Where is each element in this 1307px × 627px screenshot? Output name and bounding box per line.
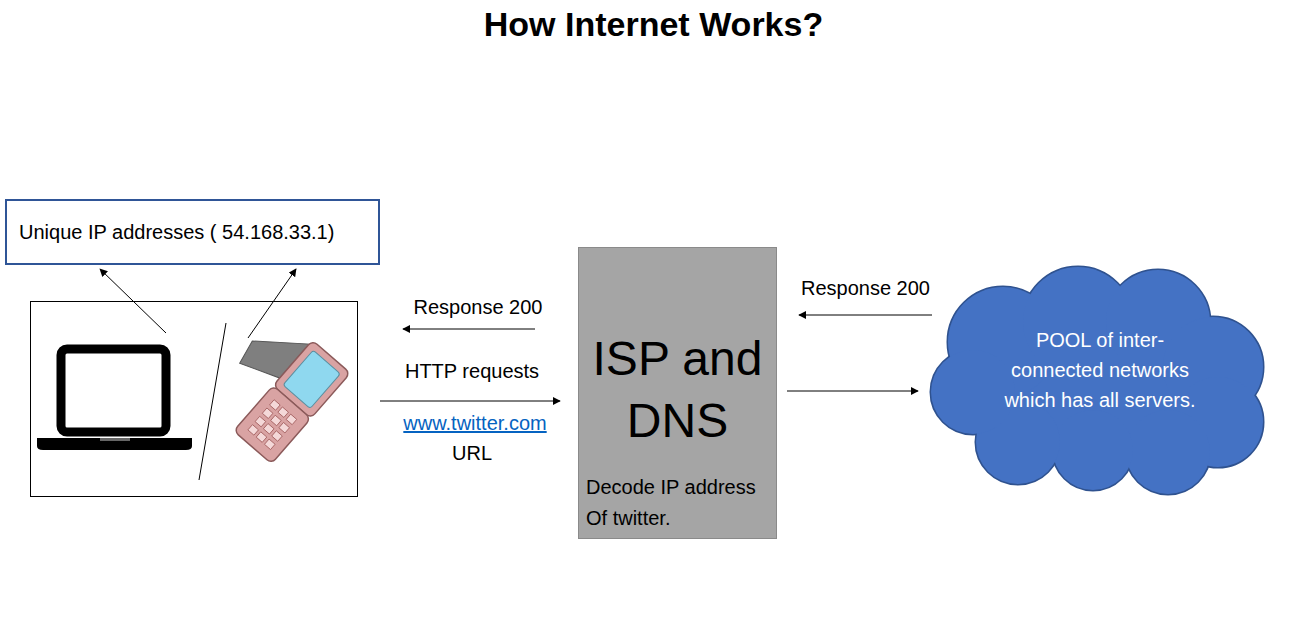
box-text: Unique IP addresses ( 54.168.33.1) bbox=[19, 221, 334, 244]
diagram-title: How Internet Works? bbox=[0, 4, 1307, 45]
box-text: POOL of inter-connected networks which h… bbox=[1000, 325, 1200, 415]
phone-keys bbox=[248, 400, 297, 450]
phone-key bbox=[279, 422, 290, 433]
phone-key bbox=[270, 400, 281, 411]
phone-key bbox=[248, 425, 259, 436]
box-text: ISP and DNS bbox=[586, 328, 769, 452]
cloud-fill bbox=[931, 350, 1015, 434]
isp-dns-box: ISP and DNS Decode IP address Of twitter. bbox=[578, 247, 777, 539]
phone-key bbox=[264, 439, 275, 450]
url-link: www.twitter.com bbox=[401, 411, 548, 435]
arrow-label: Response 200 bbox=[412, 295, 545, 319]
phone-keypad bbox=[234, 386, 311, 464]
cloud-fill bbox=[1053, 410, 1133, 490]
phone-key bbox=[262, 408, 273, 419]
edge-label: Response 200 bbox=[799, 276, 932, 300]
phone-key bbox=[278, 407, 289, 418]
phone-key bbox=[272, 431, 283, 442]
box-note: Decode IP address Of twitter. bbox=[586, 472, 769, 534]
cloud-fill bbox=[1126, 410, 1210, 494]
leader-arrow bbox=[100, 269, 166, 333]
laptop-notch bbox=[100, 438, 130, 441]
cloud-outline bbox=[1126, 410, 1210, 494]
phone-key bbox=[271, 415, 282, 426]
phone-key bbox=[286, 414, 297, 425]
leader-arrow bbox=[248, 269, 296, 338]
request-arrow bbox=[380, 401, 560, 402]
device-frame bbox=[31, 302, 358, 497]
laptop-base bbox=[37, 438, 192, 450]
separator-slash bbox=[199, 323, 226, 480]
cloud-outline bbox=[1053, 410, 1133, 490]
network-cloud: POOL of inter-connected networks which h… bbox=[928, 262, 1272, 492]
response-arrow bbox=[403, 329, 535, 330]
laptop-screen bbox=[61, 349, 166, 432]
phone-key bbox=[255, 416, 266, 427]
phone-key bbox=[256, 432, 267, 443]
ip-address-box: Unique IP addresses ( 54.168.33.1) bbox=[5, 199, 380, 265]
cloud-outline bbox=[931, 350, 1015, 434]
phone-key bbox=[263, 424, 274, 435]
phone-screen bbox=[283, 350, 340, 408]
connector-arrow bbox=[787, 391, 918, 392]
arrow-label: URL bbox=[450, 441, 494, 465]
flip-phone bbox=[200, 311, 350, 464]
connector-arrow bbox=[799, 315, 932, 316]
arrow-label: HTTP requests bbox=[403, 359, 541, 383]
